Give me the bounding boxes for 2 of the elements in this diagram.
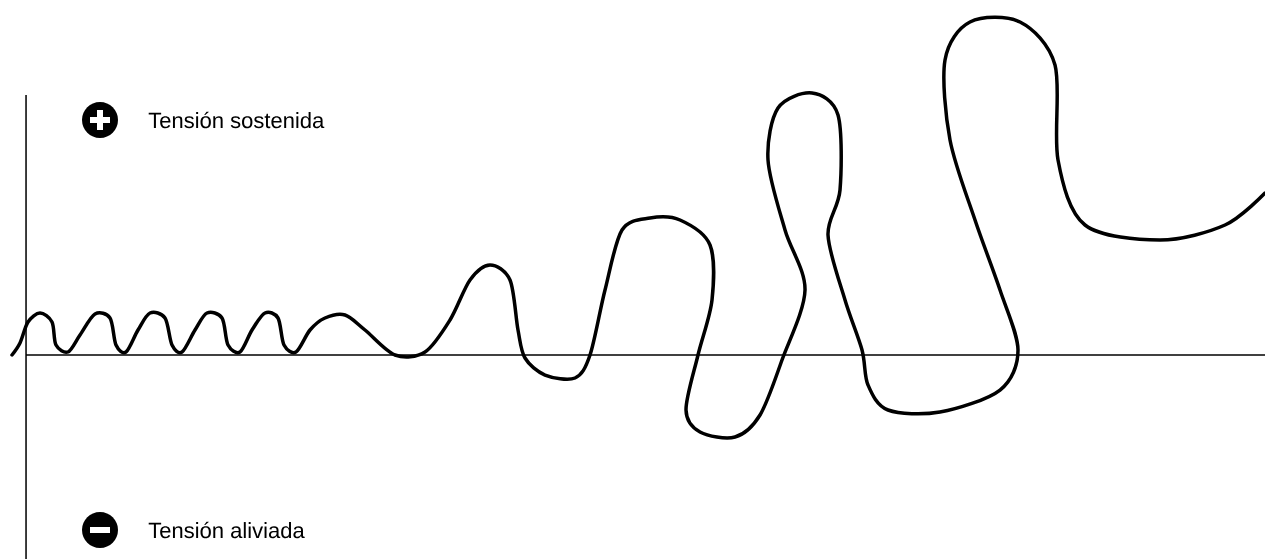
axis-label: Tensión aliviada bbox=[148, 521, 305, 539]
axis-label: Tensión sostenida bbox=[148, 111, 325, 129]
